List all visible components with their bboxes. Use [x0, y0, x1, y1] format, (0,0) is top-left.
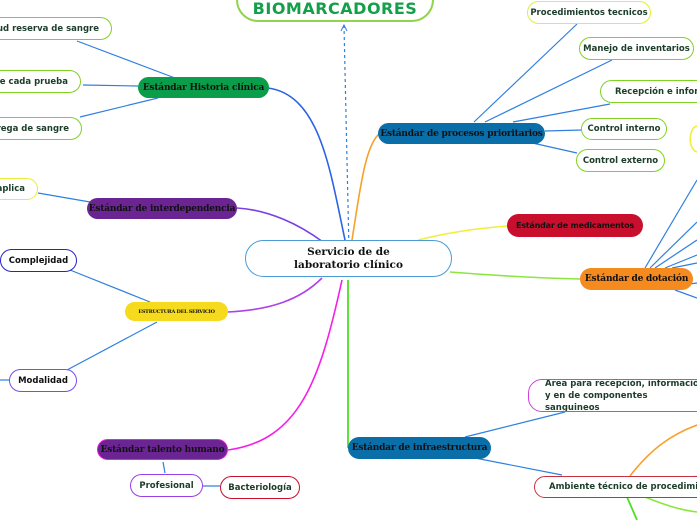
link-procesos-c1 [473, 23, 578, 123]
root-label: Servicio de de laboratorio clínico [294, 245, 403, 271]
leaf-ambiente-tecnico-label: Ambiente técnico de procedimientos [549, 482, 697, 492]
branch-historia-clinica-label: Estándar Historia clínica [142, 82, 265, 93]
branch-interdependencia[interactable]: Estándar de interdependencia [87, 198, 237, 219]
link-root-dotacion [449, 271, 581, 280]
link-procesos-c2 [484, 59, 613, 123]
link-talento-c1 [162, 461, 166, 474]
leaf-procedimientos-tecnicos-label: Procedimientos tecnicos [530, 7, 648, 18]
leaf-control-externo-label: Control externo [582, 155, 659, 166]
leaf-bacteriologia[interactable]: Bacteriología [220, 476, 300, 499]
link-ambiente-c3 [644, 496, 697, 513]
branch-talento-humano[interactable]: Estándar talento humano [97, 439, 228, 460]
link-procesos-c3 [512, 103, 611, 123]
leaf-historia-2[interactable]: s de cada prueba [0, 70, 81, 93]
branch-dotacion[interactable]: Estándar de dotación [580, 268, 693, 290]
leaf-procedimientos-tecnicos[interactable]: Procedimientos tecnicos [527, 1, 651, 24]
link-root-talento [227, 279, 343, 451]
link-dotacion-c4 [664, 254, 697, 269]
branch-interdependencia-label: Estándar de interdependencia [88, 203, 236, 214]
link-dotacion-c5 [671, 262, 697, 269]
leaf-profesional[interactable]: Profesional [130, 474, 203, 497]
branch-infraestructura-label: Estándar de infraestructura [351, 443, 488, 453]
branch-procesos-prioritarios[interactable]: Estándar de procesos prioritarios [378, 123, 545, 144]
leaf-bacteriologia-label: Bacteriología [228, 482, 292, 493]
link-dotacion-c7 [674, 289, 697, 299]
link-interdep-c1 [37, 192, 91, 203]
link-root-title [343, 25, 350, 251]
leaf-recepcion-informacion[interactable]: Recepción e informac [600, 80, 697, 103]
leaf-complejidad-label: Complejidad [8, 255, 69, 266]
link-historia-c3 [79, 97, 159, 118]
leaf-complejidad[interactable]: Complejidad [0, 249, 77, 272]
leaf-ambiente-tecnico[interactable]: Ambiente técnico de procedimientos [534, 476, 697, 498]
link-ambiente-c4 [626, 496, 638, 520]
leaf-control-interno-label: Control interno [587, 124, 661, 134]
link-dotacion-c2 [649, 221, 697, 269]
leaf-control-externo[interactable]: Control externo [576, 149, 665, 172]
leaf-manejo-inventarios-label: Manejo de inventarios [583, 43, 690, 54]
link-dotacion-c3 [654, 239, 697, 269]
link-procesos-c4 [544, 129, 583, 132]
biomarcadores-label: BIOMARCADORES [252, 0, 418, 18]
leaf-modalidad-label: Modalidad [18, 375, 68, 386]
link-root-procesos [351, 132, 381, 241]
root-node[interactable]: Servicio de de laboratorio clínico [245, 240, 452, 277]
link-ambiente-c1 [629, 424, 697, 477]
leaf-historia-3-label: ntrega de sangre [0, 123, 69, 134]
link-root-historia [267, 87, 346, 241]
link-estructura-c2 [66, 321, 158, 371]
branch-talento-humano-label: Estándar talento humano [100, 444, 225, 455]
branch-historia-clinica[interactable]: Estándar Historia clínica [138, 77, 269, 98]
leaf-historia-1[interactable]: licitud reserva de sangre [0, 17, 112, 40]
branch-estructura-label: ESTRUCTURA DEL SERVICIO [138, 308, 215, 315]
leaf-profesional-label: Profesional [139, 480, 194, 491]
link-infra-c2 [474, 457, 563, 476]
link-dotacion-c1 [644, 179, 697, 269]
partial-node-right [689, 125, 697, 153]
leaf-manejo-inventarios[interactable]: Manejo de inventarios [579, 37, 694, 60]
branch-medicamentos[interactable]: Estándar de medicamentos [507, 214, 643, 237]
link-root-medicamentos [417, 225, 509, 241]
branch-procesos-label: Estándar de procesos prioritarios [380, 128, 543, 139]
branch-medicamentos-label: Estándar de medicamentos [515, 221, 635, 230]
branch-dotacion-label: Estándar de dotación [584, 274, 689, 284]
link-root-interdependencia [236, 207, 324, 243]
leaf-area-recepcion-label: Área para recepción, información y en de… [545, 379, 697, 412]
leaf-area-recepcion[interactable]: Área para recepción, información y en de… [528, 379, 697, 412]
leaf-historia-1-label: licitud reserva de sangre [0, 23, 99, 34]
branch-infraestructura[interactable]: Estándar de infraestructura [348, 437, 491, 459]
leaf-historia-2-label: s de cada prueba [0, 76, 68, 87]
link-infra-c1 [464, 411, 566, 438]
link-root-estructura [227, 277, 323, 313]
leaf-historia-3[interactable]: ntrega de sangre [0, 117, 82, 140]
link-arrow-head [340, 23, 348, 32]
link-estructura-c1 [69, 269, 151, 303]
leaf-recepcion-informacion-label: Recepción e informac [615, 86, 697, 97]
leaf-modalidad[interactable]: Modalidad [9, 369, 77, 392]
leaf-control-interno[interactable]: Control interno [581, 118, 667, 140]
link-historia-c1 [76, 40, 176, 79]
link-historia-c2 [82, 84, 139, 87]
branch-estructura[interactable]: ESTRUCTURA DEL SERVICIO [125, 302, 228, 321]
biomarcadores-node[interactable]: BIOMARCADORES [236, 0, 434, 22]
